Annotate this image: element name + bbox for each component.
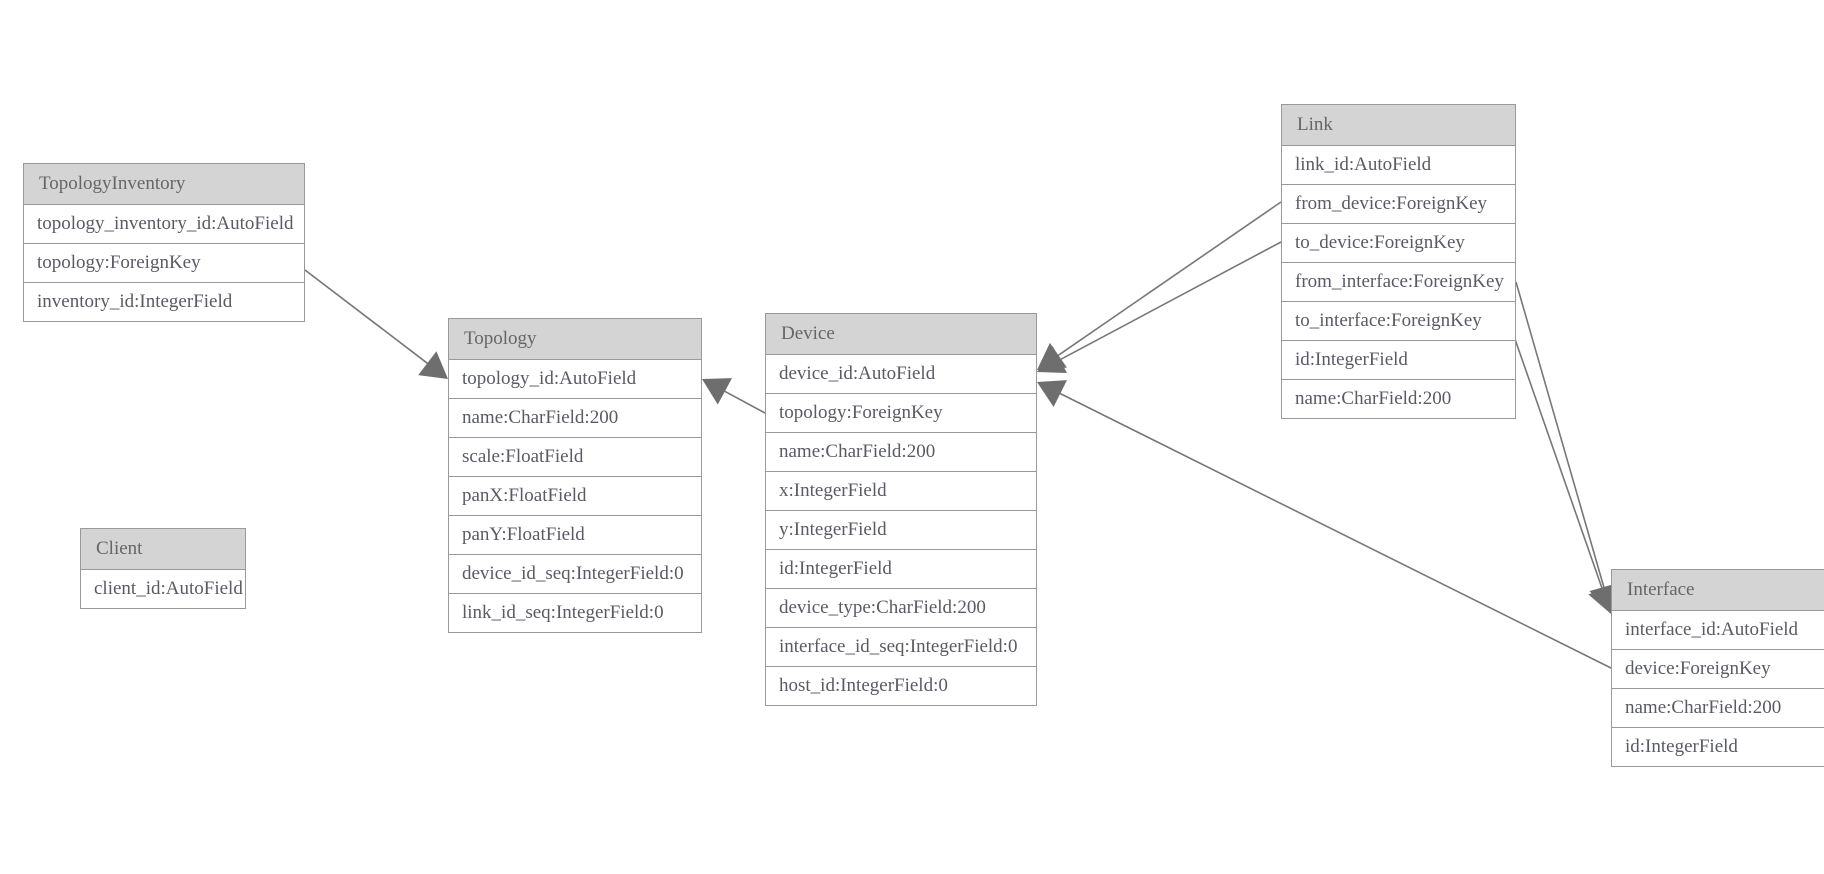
entity-field-link-2: to_device:ForeignKey [1282,224,1515,263]
entity-field-device-0: device_id:AutoField [766,355,1036,394]
entity-field-link-3: from_interface:ForeignKey [1282,263,1515,302]
entity-field-device-3: x:IntegerField [766,472,1036,511]
entity-title-topology_inventory: TopologyInventory [24,164,304,205]
relationship-line [304,269,431,366]
relationship-link-from-device [1037,201,1282,370]
relationship-arrowhead [1037,346,1067,374]
entity-field-topology-4: panY:FloatField [449,516,701,555]
entity-field-link-6: name:CharField:200 [1282,380,1515,418]
relationship-arrowhead [1037,342,1067,370]
relationship-arrowhead [1037,380,1067,408]
entity-field-device-1: topology:ForeignKey [766,394,1036,433]
relationship-line [721,389,766,414]
entity-field-topology-6: link_id_seq:IntegerField:0 [449,594,701,632]
entity-field-device-8: host_id:IntegerField:0 [766,667,1036,705]
entity-field-topology-1: name:CharField:200 [449,399,701,438]
entity-field-topology_inventory-2: inventory_id:IntegerField [24,283,304,321]
entity-field-device-7: interface_id_seq:IntegerField:0 [766,628,1036,667]
entity-field-client-0: client_id:AutoField [81,570,245,608]
relationship-arrowhead [418,351,448,379]
relationship-topologyinventory-topology [304,269,448,379]
relationship-interface-device [1037,380,1612,669]
entity-field-device-6: device_type:CharField:200 [766,589,1036,628]
entity-field-link-1: from_device:ForeignKey [1282,185,1515,224]
entity-title-link: Link [1282,105,1515,146]
entity-field-interface-3: id:IntegerField [1612,728,1824,766]
entity-field-interface-0: interface_id:AutoField [1612,611,1824,650]
relationship-line [1056,241,1282,362]
relationship-link-to-interface [1508,321,1617,614]
entity-title-interface: Interface [1612,570,1824,611]
relationship-arrowhead [702,378,733,405]
relationship-link-from-interface [1515,281,1619,612]
entity-field-device-5: id:IntegerField [766,550,1036,589]
relationship-line [1515,281,1606,591]
entity-field-link-0: link_id:AutoField [1282,146,1515,185]
entity-title-topology: Topology [449,319,701,360]
relationship-line [1508,321,1605,593]
entity-title-client: Client [81,529,245,570]
entity-field-topology_inventory-1: topology:ForeignKey [24,244,304,283]
relationship-line [1055,201,1282,358]
entity-field-interface-2: name:CharField:200 [1612,689,1824,728]
relationship-device-topology [702,378,766,414]
entity-field-topology-0: topology_id:AutoField [449,360,701,399]
entity-field-topology-3: panX:FloatField [449,477,701,516]
entity-field-topology-2: scale:FloatField [449,438,701,477]
entity-title-device: Device [766,314,1036,355]
entity-field-device-2: name:CharField:200 [766,433,1036,472]
entity-field-device-4: y:IntegerField [766,511,1036,550]
relationship-line [1057,391,1612,669]
entity-field-topology_inventory-0: topology_inventory_id:AutoField [24,205,304,244]
entity-field-topology-5: device_id_seq:IntegerField:0 [449,555,701,594]
relationship-link-to-device [1037,241,1282,374]
entity-field-link-5: id:IntegerField [1282,341,1515,380]
entity-field-interface-1: device:ForeignKey [1612,650,1824,689]
entity-field-link-4: to_interface:ForeignKey [1282,302,1515,341]
